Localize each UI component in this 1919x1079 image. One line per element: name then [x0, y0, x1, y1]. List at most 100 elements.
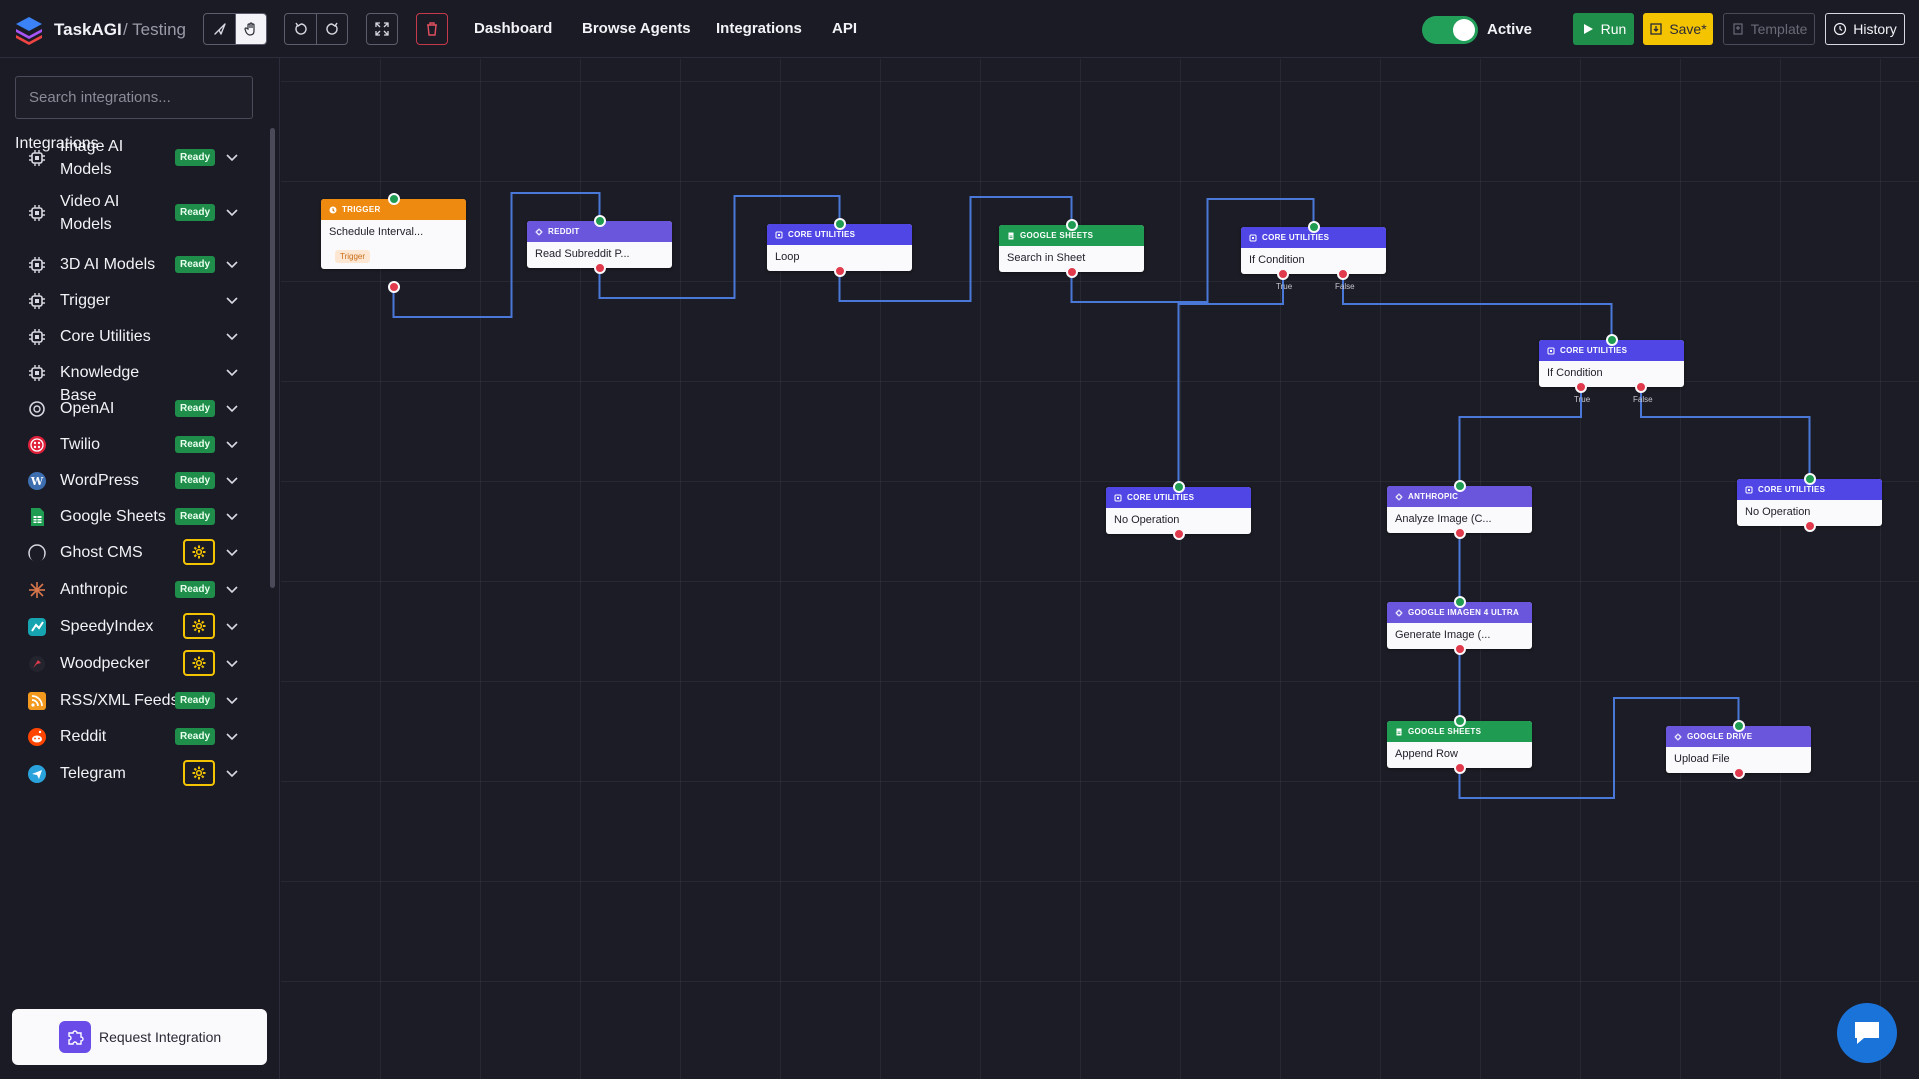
active-toggle[interactable] [1422, 16, 1478, 44]
connection-wire[interactable] [1070, 198, 1315, 303]
input-port[interactable] [1453, 480, 1466, 492]
input-port[interactable] [1065, 219, 1078, 231]
output-port[interactable] [1065, 266, 1078, 278]
chevron-down-icon[interactable] [225, 293, 239, 307]
input-port[interactable] [833, 218, 846, 230]
connection-wire[interactable] [838, 196, 1073, 302]
chevron-down-icon[interactable] [225, 766, 239, 780]
input-port[interactable] [1172, 481, 1185, 493]
output-port[interactable] [1453, 527, 1466, 539]
true-output-port[interactable] [1277, 268, 1289, 280]
connection-wire[interactable] [598, 195, 841, 299]
sidebar-item-ghost-cms[interactable]: Ghost CMS [15, 532, 255, 572]
delete-button[interactable] [416, 13, 448, 45]
configure-gear-button[interactable] [183, 613, 215, 639]
undo-button[interactable] [285, 14, 316, 44]
connection-wire[interactable] [1342, 274, 1613, 340]
nav-browse-agents[interactable]: Browse Agents [582, 20, 691, 37]
false-output-port[interactable] [1337, 268, 1349, 280]
input-port[interactable] [387, 193, 400, 205]
connection-wire[interactable] [392, 192, 601, 318]
history-button[interactable]: History [1825, 13, 1905, 45]
chevron-down-icon[interactable] [225, 729, 239, 743]
taskagi-logo-icon[interactable] [13, 14, 45, 46]
chevron-down-icon[interactable] [225, 437, 239, 451]
output-port[interactable] [1732, 767, 1745, 779]
sidebar-item-woodpecker[interactable]: Woodpecker [15, 643, 255, 683]
configure-gear-button[interactable] [183, 650, 215, 676]
sidebar-scrollbar[interactable] [270, 128, 275, 588]
nav-dashboard[interactable]: Dashboard [474, 20, 553, 37]
chevron-down-icon[interactable] [225, 401, 239, 415]
input-port[interactable] [1732, 720, 1745, 732]
connection-wire[interactable] [1458, 697, 1740, 799]
input-port[interactable] [1453, 596, 1466, 608]
chevron-down-icon[interactable] [225, 257, 239, 271]
connection-wire[interactable] [1640, 387, 1811, 479]
output-port[interactable] [387, 281, 400, 293]
configure-gear-button[interactable] [183, 539, 215, 565]
output-port[interactable] [1803, 520, 1816, 532]
sidebar-item-speedyindex[interactable]: SpeedyIndex [15, 606, 255, 646]
pan-tool-button[interactable] [235, 14, 266, 44]
chevron-down-icon[interactable] [225, 473, 239, 487]
sidebar-item-knowledge-base[interactable]: Knowledge Base [15, 352, 255, 404]
save-button[interactable]: Save* [1643, 13, 1713, 45]
output-port[interactable] [1453, 643, 1466, 655]
redo-button[interactable] [316, 14, 347, 44]
sidebar-item-core-utilities[interactable]: Core Utilities [15, 316, 255, 356]
run-button[interactable]: Run [1573, 13, 1634, 45]
chevron-down-icon[interactable] [225, 582, 239, 596]
chevron-down-icon[interactable] [225, 619, 239, 633]
brand-name[interactable]: TaskAGI [54, 20, 122, 39]
nav-integrations[interactable]: Integrations [716, 20, 802, 37]
select-tool-button[interactable] [204, 14, 235, 44]
chevron-down-icon[interactable] [225, 509, 239, 523]
output-port[interactable] [593, 262, 606, 274]
false-output-port[interactable] [1635, 381, 1647, 393]
output-port[interactable] [1172, 528, 1185, 540]
chevron-down-icon[interactable] [225, 205, 239, 219]
input-port[interactable] [1605, 334, 1618, 346]
input-port[interactable] [1307, 221, 1320, 233]
output-port[interactable] [833, 265, 846, 277]
connection-wire[interactable] [1177, 274, 1284, 487]
true-output-port[interactable] [1575, 381, 1587, 393]
connection-wire[interactable] [1458, 387, 1582, 486]
sidebar-item-trigger[interactable]: Trigger [15, 280, 255, 320]
chevron-down-icon[interactable] [225, 545, 239, 559]
input-port[interactable] [1803, 473, 1816, 485]
chevron-down-icon[interactable] [225, 693, 239, 707]
configure-gear-button[interactable] [183, 760, 215, 786]
nav-api[interactable]: API [832, 20, 858, 37]
input-port[interactable] [593, 215, 606, 227]
fit-view-button[interactable] [366, 13, 398, 45]
output-port[interactable] [1453, 762, 1466, 774]
request-integration-button[interactable]: Request Integration [12, 1009, 267, 1065]
chat-support-button[interactable] [1837, 1003, 1897, 1063]
template-button[interactable]: Template [1723, 13, 1815, 45]
